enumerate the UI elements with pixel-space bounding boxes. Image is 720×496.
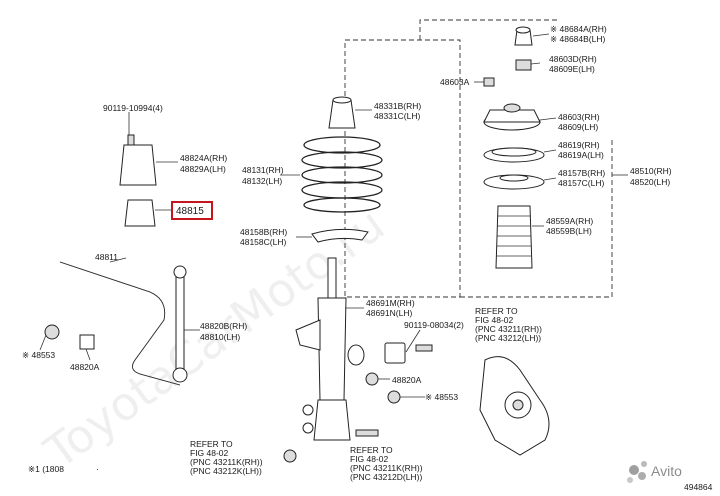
bearing-48619 <box>483 147 545 163</box>
bracket-48824a <box>119 134 157 186</box>
bolt-lower-2 <box>283 449 297 463</box>
label-48520: 48520(LH) <box>630 177 670 187</box>
bolt-lower-1 <box>355 429 379 437</box>
label-ref1-a: REFER TO <box>475 306 518 316</box>
avito-logo: Avito <box>627 461 682 483</box>
footer-right-text: 494864 <box>684 482 713 492</box>
label-48553-left: ※ 48553 <box>22 350 55 360</box>
leader-48619 <box>543 149 557 153</box>
spring-seat-48157 <box>483 174 545 190</box>
label-48810: 48810(LH) <box>200 332 240 342</box>
label-ref1-c: (PNC 43211(RH)) <box>475 324 542 334</box>
label-90119-08034: 90119-08034(2) <box>404 320 464 330</box>
leader-48603d <box>530 62 541 65</box>
bolt-90119 <box>415 344 433 352</box>
stabilizer-link-48820b <box>172 265 188 383</box>
label-48603: 48603(RH) <box>558 112 600 122</box>
label-ref1-d: (PNC 43212(LH)) <box>475 333 541 343</box>
label-48609: 48609(LH) <box>558 122 598 132</box>
upper-support-48603 <box>483 103 541 131</box>
label-48684a: ※ 48684A(RH) <box>550 24 607 34</box>
assembly-bracket-top <box>419 19 560 40</box>
nut-48820a-center <box>365 372 379 386</box>
label-48559a: 48559A(RH) <box>546 216 593 226</box>
label-48510: 48510(RH) <box>630 166 672 176</box>
stabilizer-link-bushing <box>384 342 406 364</box>
label-ref3-b: FIG 48-02 <box>350 454 389 464</box>
nut-48603a <box>483 77 495 87</box>
highlight-box-48815 <box>171 201 213 220</box>
label-48603d: 48603D(RH) <box>549 54 597 64</box>
label-48609e: 48609E(LH) <box>549 64 595 74</box>
label-48619: 48619(RH) <box>558 140 600 150</box>
label-ref3-c: (PNC 43211K(RH)) <box>350 463 423 473</box>
leader-48684 <box>532 33 550 37</box>
label-48824a: 48824A(RH) <box>180 153 227 163</box>
label-48619a: 48619A(LH) <box>558 150 604 160</box>
label-48158b: 48158B(RH) <box>240 227 287 237</box>
label-48157b: 48157B(RH) <box>558 168 605 178</box>
label-ref3-a: REFER TO <box>350 445 393 455</box>
label-ref2-a: REFER TO <box>190 439 233 449</box>
label-ref2-d: (PNC 43212K(LH)) <box>190 466 262 476</box>
label-48820a-right: 48820A <box>392 375 422 385</box>
label-ref2-c: (PNC 43211K(RH)) <box>190 457 263 467</box>
nut-48603d <box>515 59 532 71</box>
label-48157c: 48157C(LH) <box>558 178 604 188</box>
label-48829a: 48829A(LH) <box>180 164 226 174</box>
leader-48811 <box>109 257 127 263</box>
label-48559b: 48559B(LH) <box>546 226 592 236</box>
label-48820b: 48820B(RH) <box>200 321 247 331</box>
footer-dot: · <box>96 464 99 474</box>
label-48603a: 48603A <box>440 77 470 87</box>
stabilizer-bar-48811 <box>59 261 181 386</box>
label-48811: 48811 <box>95 252 118 262</box>
label-48684b: ※ 48684B(LH) <box>550 34 605 44</box>
label-48553-right: ※ 48553 <box>425 392 458 402</box>
label-48820a-left: 48820A <box>70 362 100 372</box>
label-ref2-b: FIG 48-02 <box>190 448 229 458</box>
leader-48157 <box>543 177 557 181</box>
bump-stopper-48331 <box>328 96 356 129</box>
leader-48603 <box>539 117 557 121</box>
coil-spring-48131 <box>301 136 383 213</box>
shock-absorber-strut <box>295 257 365 441</box>
bushing-48815 <box>124 199 156 227</box>
leader-48553-left <box>39 334 47 351</box>
assembly-bracket-outer <box>460 140 613 298</box>
nut-48820a-left <box>79 334 95 350</box>
spring-insulator-48158 <box>311 228 369 243</box>
dust-boot-48559 <box>495 205 533 269</box>
footer-left-text: ※1 (1808 <box>28 464 64 474</box>
steering-knuckle <box>479 356 550 456</box>
label-48331b: 48331B(RH) <box>374 101 421 111</box>
label-48691n: 48691N(LH) <box>366 308 412 318</box>
bump-cap-part <box>514 26 533 46</box>
leader-90119b <box>405 329 421 353</box>
label-48691m: 48691M(RH) <box>366 298 415 308</box>
label-48131: 48131(RH) <box>242 165 284 175</box>
nut-48553-left <box>44 324 60 340</box>
label-ref1-b: FIG 48-02 <box>475 315 514 325</box>
label-48158c: 48158C(LH) <box>240 237 286 247</box>
label-48815: 48815 <box>176 206 204 217</box>
label-ref3-d: (PNC 43212D(LH)) <box>350 472 422 482</box>
label-48331c: 48331C(LH) <box>374 111 420 121</box>
label-48132: 48132(LH) <box>242 176 282 186</box>
nut-48553-center <box>387 390 401 404</box>
leader-48820a-left <box>85 348 91 361</box>
avito-logo-text: Avito <box>651 463 682 479</box>
label-90119-10994: 90119-10994(4) <box>103 103 163 113</box>
